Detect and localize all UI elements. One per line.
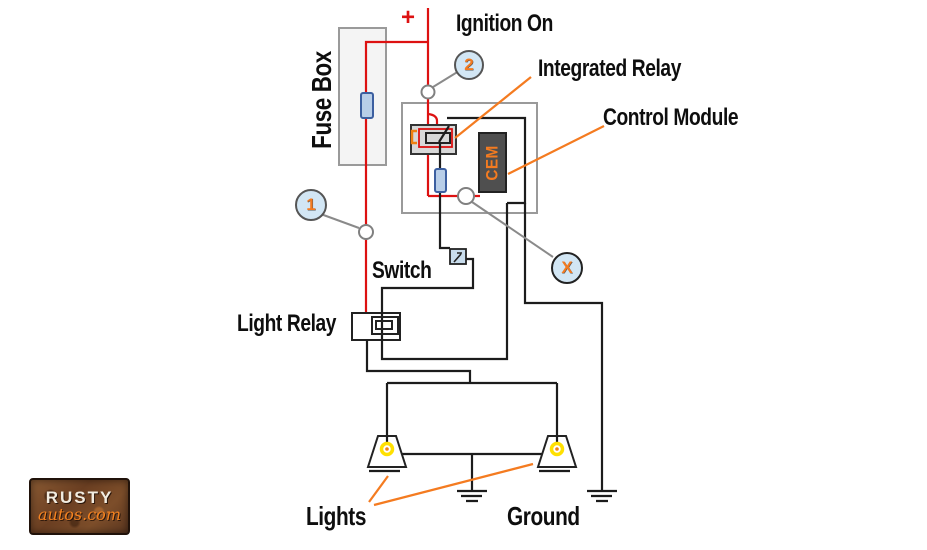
lights-label: Lights xyxy=(306,501,366,531)
switch-output-and-coil-control-wire xyxy=(380,203,509,361)
relay-coil-red-loop xyxy=(418,128,453,148)
battery-positive-symbol: + xyxy=(401,4,416,31)
marker-x-pointer xyxy=(471,201,554,258)
marker-1-text: 1 xyxy=(306,195,316,214)
lights-pointer-right xyxy=(373,462,534,507)
lights-pointer-left xyxy=(368,475,389,503)
switch-contact-glyph xyxy=(453,252,462,263)
logo-brand-text: RUSTY xyxy=(45,488,114,508)
lights-circuit xyxy=(365,340,578,503)
relay-output-wire xyxy=(365,340,472,383)
ground-label: Ground xyxy=(507,501,580,531)
callout-pointers xyxy=(317,70,605,507)
integrated-relay-pointer xyxy=(454,76,532,139)
marker-1-pointer xyxy=(317,212,360,229)
module-fuse-symbol xyxy=(434,168,447,193)
connection-nodes xyxy=(358,84,475,240)
marker-2-badge: 2 xyxy=(454,50,484,80)
ignition-on-label: Ignition On xyxy=(456,10,553,37)
marker-2-pointer xyxy=(432,70,460,88)
light-bulb-stubs xyxy=(385,436,559,449)
integrated-relay-component xyxy=(410,124,457,155)
marker-2-text: 2 xyxy=(464,55,474,74)
marker-x-badge: X xyxy=(551,252,583,284)
cem-ground-wire xyxy=(523,203,604,491)
fuse-box-label: Fuse Box xyxy=(306,51,337,149)
node-1 xyxy=(358,224,374,240)
switch-component xyxy=(449,248,467,265)
relay-coil-terminal xyxy=(410,129,417,145)
light-relay-coil-inner xyxy=(375,320,393,330)
integrated-relay-label: Integrated Relay xyxy=(538,55,681,82)
switch-label: Switch xyxy=(372,257,432,284)
right-ground-symbol xyxy=(587,489,617,503)
node-2 xyxy=(420,84,436,100)
rustyautos-logo: RUSTY autos.com xyxy=(29,478,130,535)
cem-module-body xyxy=(478,132,507,193)
control-module-label: Control Module xyxy=(603,104,739,131)
left-bulb-filament xyxy=(385,447,389,451)
fuse-symbol xyxy=(360,92,374,119)
cem-ground-run xyxy=(523,203,617,503)
node-x xyxy=(457,187,475,205)
light-relay-coil-outer xyxy=(371,316,399,335)
relay-coil-feed xyxy=(427,112,439,128)
light-relay-internals xyxy=(371,316,399,335)
marker-1-badge: 1 xyxy=(295,189,327,221)
right-bulb-filament xyxy=(555,447,559,451)
cem-text: CEM xyxy=(482,144,502,181)
lights-supply-loop xyxy=(385,381,559,437)
control-module-boundary xyxy=(447,116,527,205)
marker-x-text: X xyxy=(561,258,573,277)
cem-module-label: CEM xyxy=(479,133,506,192)
logo-domain-text: autos.com xyxy=(38,505,121,525)
relay-contact xyxy=(438,125,450,143)
control-module-pointer xyxy=(507,125,605,175)
relay-coil xyxy=(425,132,451,144)
light-relay-label: Light Relay xyxy=(237,310,337,337)
center-ground-symbol xyxy=(457,489,487,503)
